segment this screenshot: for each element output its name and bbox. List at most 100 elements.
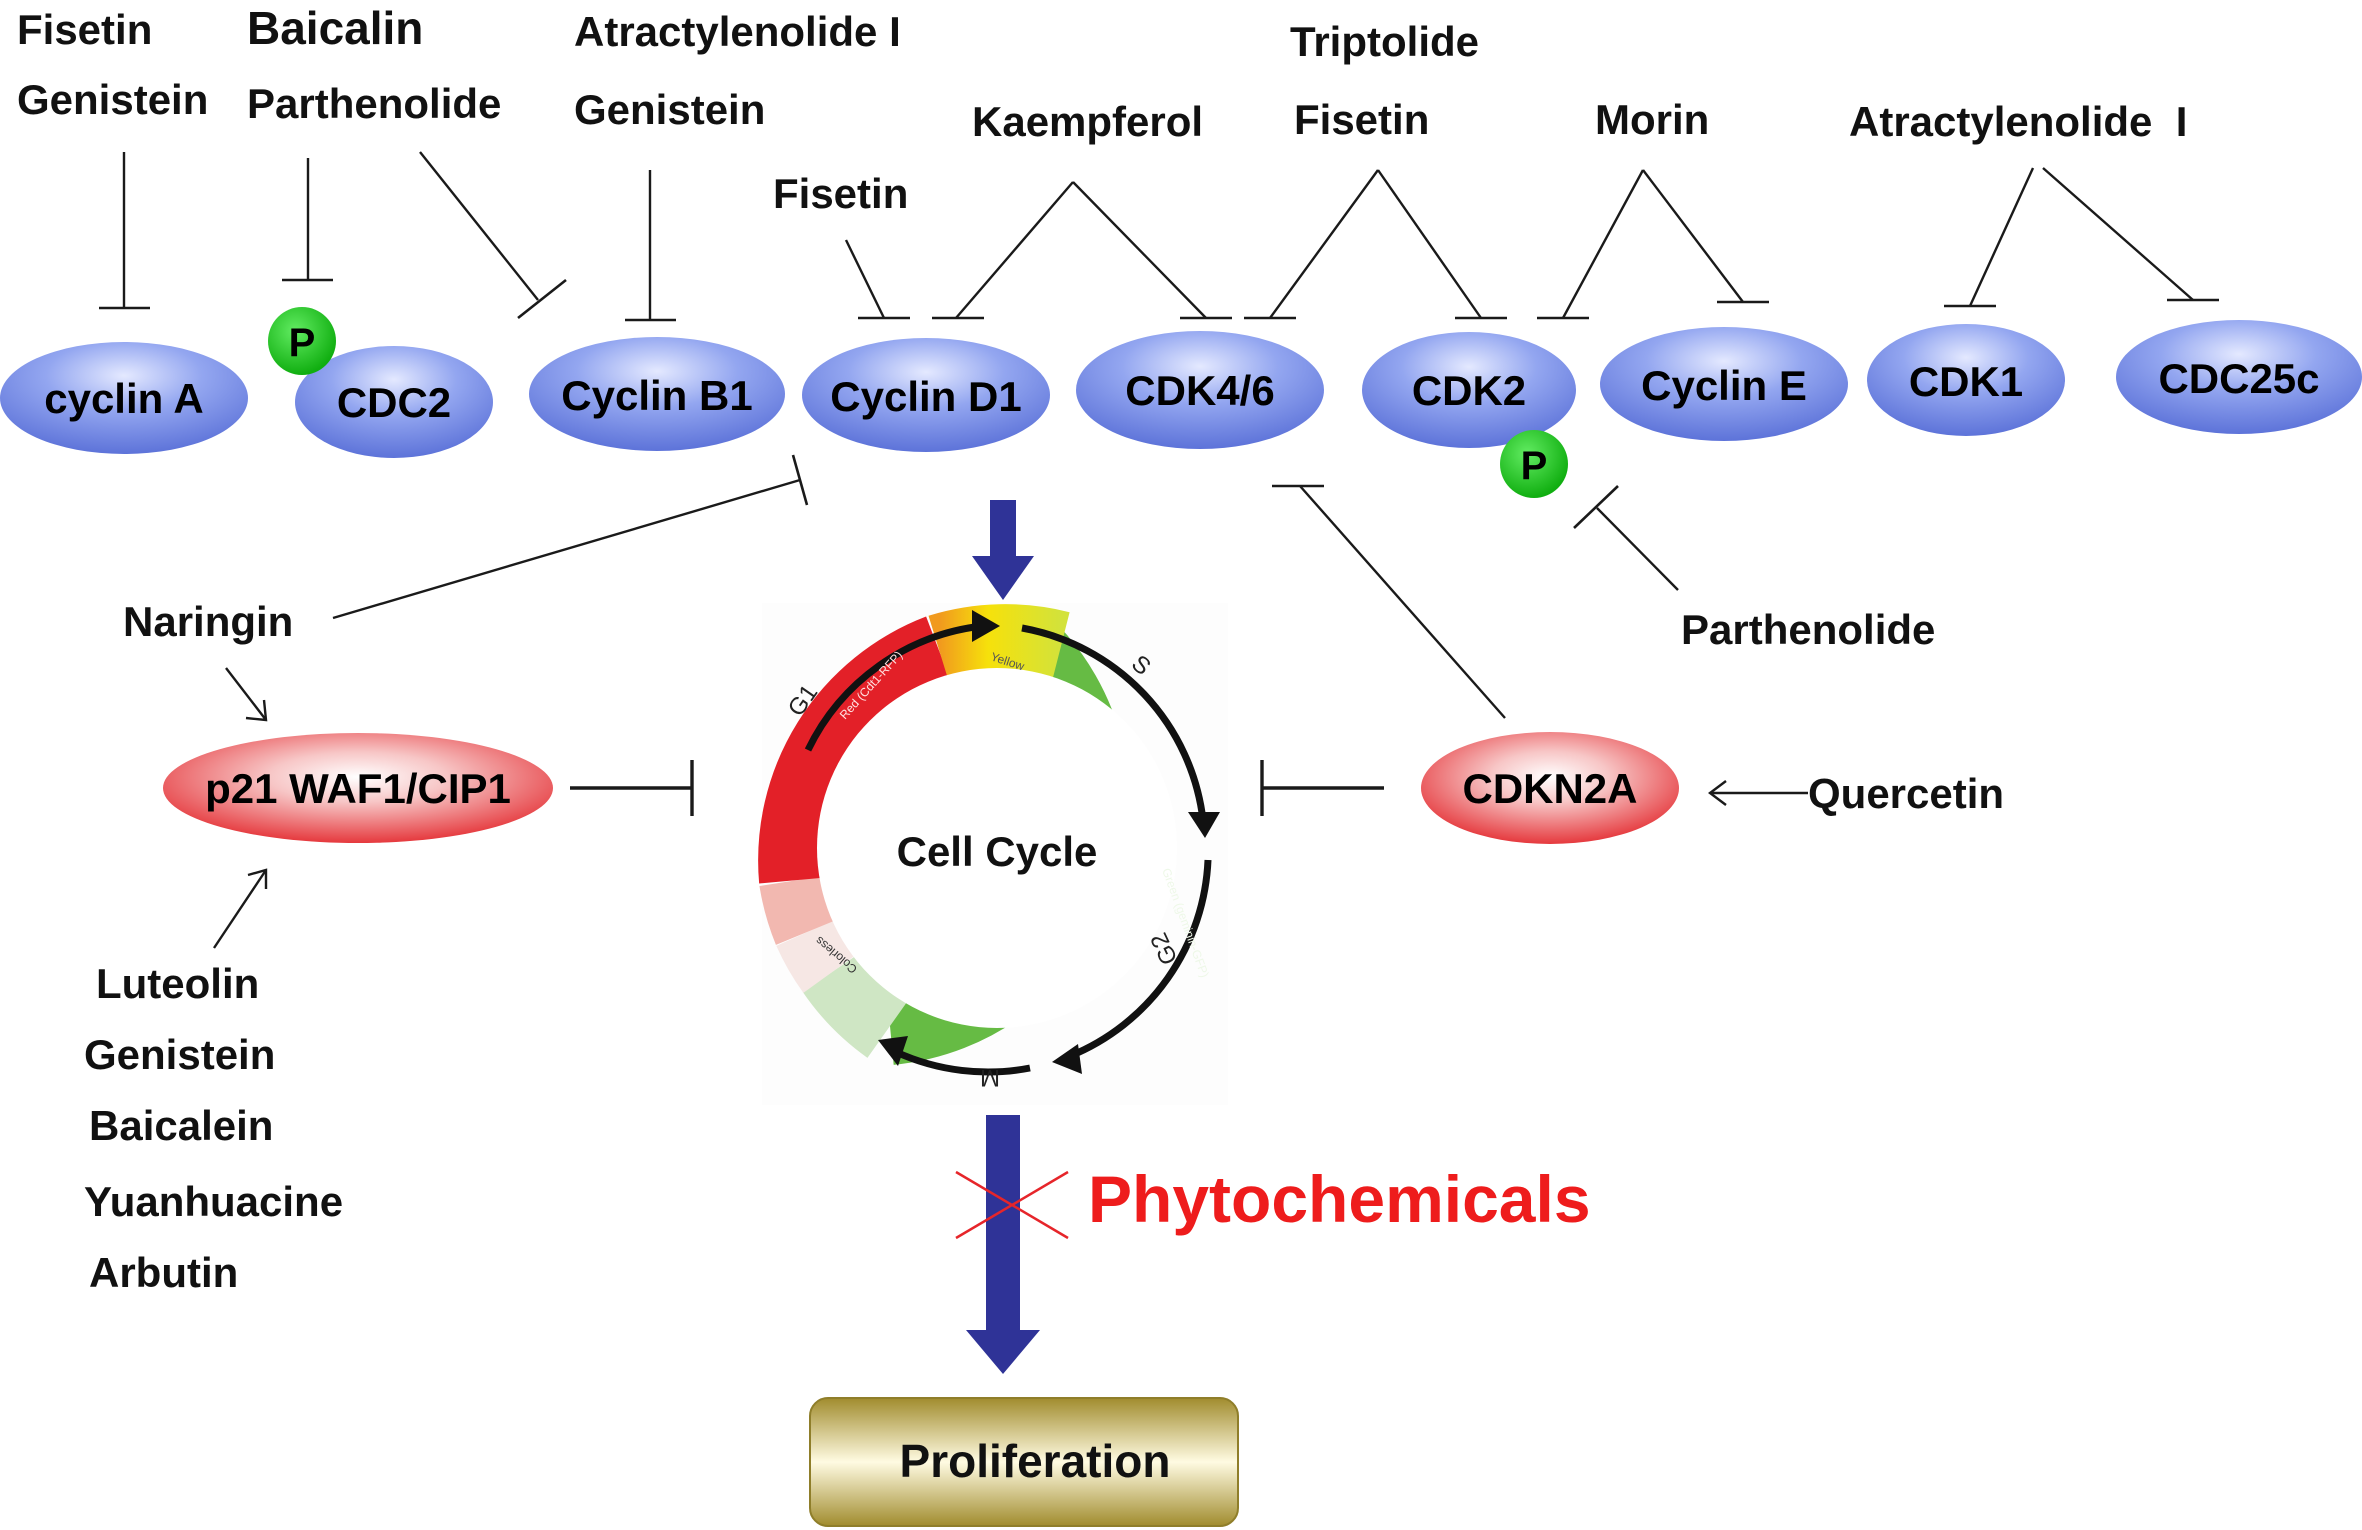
label-genistein: Genistein <box>574 86 765 133</box>
node-cyclin-d1: Cyclin D1 <box>802 338 1050 452</box>
node-label: Cyclin E <box>1641 362 1807 409</box>
node-label: Cyclin B1 <box>561 372 752 419</box>
node-shape <box>1600 327 1848 441</box>
label-parthenolide: Parthenolide <box>247 80 501 127</box>
proliferation-label: Proliferation <box>900 1435 1171 1487</box>
label-parthenolide: Parthenolide <box>1681 606 1935 653</box>
node-shape <box>163 733 553 843</box>
activate-line <box>225 667 267 721</box>
inhibit-bar <box>1573 485 1619 529</box>
node-shape <box>2116 320 2362 434</box>
cycle-arrow <box>1068 859 1212 1060</box>
inhibit-line <box>1561 169 1645 319</box>
node-label: CDC2 <box>337 379 451 426</box>
node-cdk2: CDK2 <box>1362 332 1576 448</box>
node-label: CDK1 <box>1909 358 2023 405</box>
node-cyclin-e: Cyclin E <box>1600 327 1848 441</box>
phospho-icon <box>268 307 336 375</box>
top-labels: Fisetin Genistein Baicalin Parthenolide … <box>17 2 2187 817</box>
node-shape <box>529 337 785 451</box>
block-x-icon <box>955 1170 1069 1240</box>
p21-activator-list: Luteolin Genistein Baicalein Yuanhuacine… <box>84 960 343 1296</box>
inhibit-line <box>419 151 539 301</box>
node-p21: p21 WAF1/CIP1 <box>163 733 553 843</box>
label-genistein: Genistein <box>17 76 208 123</box>
cycle-arc-red <box>758 616 955 884</box>
proliferation-box: Proliferation <box>809 1397 1239 1527</box>
activate-line <box>213 869 267 949</box>
arrow-head <box>1188 812 1220 838</box>
inhibit-line <box>844 239 886 319</box>
inhibit-line <box>1269 169 1379 319</box>
inhibit-line <box>955 181 1074 319</box>
label-fisetin: Fisetin <box>1294 96 1429 143</box>
inhibit-line <box>1968 167 2035 307</box>
node-shape <box>1076 331 1324 449</box>
inhibit-line <box>1596 507 1679 591</box>
arrow-head <box>1708 780 1727 806</box>
label-activator: Luteolin <box>96 960 259 1007</box>
node-label: CDKN2A <box>1462 765 1637 812</box>
node-cyclin-b1: Cyclin B1 <box>529 337 785 451</box>
label-triptolide: Triptolide <box>1290 18 1479 65</box>
node-cdc2: CDC2 <box>295 346 493 458</box>
label-morin: Morin <box>1595 96 1709 143</box>
phytochemicals-label: Phytochemicals <box>1088 1162 1591 1236</box>
phospho-marker-cdc2: P <box>268 307 336 375</box>
inhibit-line <box>1072 181 1207 319</box>
inhibit-line <box>1377 169 1482 319</box>
node-label: cyclin A <box>44 375 204 422</box>
label-atractylenolide: Atractylenolide I <box>1849 98 2187 145</box>
cycle-arc-colorless <box>776 913 868 993</box>
node-shape <box>1362 332 1576 448</box>
arrow-head <box>972 610 1000 642</box>
node-cdk46: CDK4/6 <box>1076 331 1324 449</box>
node-cyclin-a: cyclin A <box>0 342 248 454</box>
phase-label-m: M <box>980 1064 1000 1091</box>
inhibit-line <box>1642 169 1744 303</box>
cycle-arrow <box>894 1048 1031 1076</box>
inhibit-bar <box>517 278 567 320</box>
cycle-arc-yellow <box>928 604 1070 691</box>
node-label: CDK2 <box>1412 367 1526 414</box>
proliferation-shape <box>809 1397 1239 1527</box>
node-shape <box>295 346 493 458</box>
cycle-arrow <box>1021 624 1207 821</box>
label-activator: Arbutin <box>89 1249 238 1296</box>
label-fisetin: Fisetin <box>773 170 908 217</box>
node-shape <box>802 338 1050 452</box>
label-fisetin: Fisetin <box>17 6 152 53</box>
node-shape <box>1421 732 1679 844</box>
cycle-arrow <box>804 622 983 752</box>
arrow-head <box>1052 1044 1082 1074</box>
protein-nodes: cyclin A CDC2 Cyclin B1 Cyclin D1 CDK4/6… <box>0 307 2362 844</box>
arrow-head <box>247 868 268 889</box>
inhibit-line <box>332 478 801 620</box>
inhibit-line <box>1299 485 1506 719</box>
down-arrow-head <box>972 556 1034 600</box>
label-activator: Baicalein <box>89 1102 273 1149</box>
down-arrow-head <box>966 1330 1040 1374</box>
node-shape <box>1867 324 2065 436</box>
label-naringin: Naringin <box>123 598 293 645</box>
label-baicalin: Baicalin <box>247 2 423 54</box>
label-activator: Genistein <box>84 1031 275 1078</box>
node-label: CDK4/6 <box>1125 367 1274 414</box>
down-arrow-shaft <box>990 500 1016 558</box>
label-quercetin: Quercetin <box>1808 770 2004 817</box>
node-label: CDC25c <box>2158 355 2319 402</box>
label-atractylenolide: Atractylenolide I <box>574 8 901 55</box>
arrow-head <box>245 699 268 722</box>
inhibit-line <box>2042 167 2194 301</box>
cycle-center-label: Cell Cycle <box>897 828 1098 875</box>
node-label: p21 WAF1/CIP1 <box>205 765 511 812</box>
phospho-icon <box>1500 430 1568 498</box>
phospho-label: P <box>289 321 316 365</box>
node-cdc25c: CDC25c <box>2116 320 2362 434</box>
flow-arrows <box>955 500 1069 1374</box>
down-arrow-shaft <box>986 1115 1020 1331</box>
inhibit-bar <box>791 454 809 506</box>
label-kaempferol: Kaempferol <box>972 98 1203 145</box>
cell-cycle-ring: Cell Cycle G1 S G2 M Red (Cdt1-RFP) Yell… <box>758 603 1228 1105</box>
